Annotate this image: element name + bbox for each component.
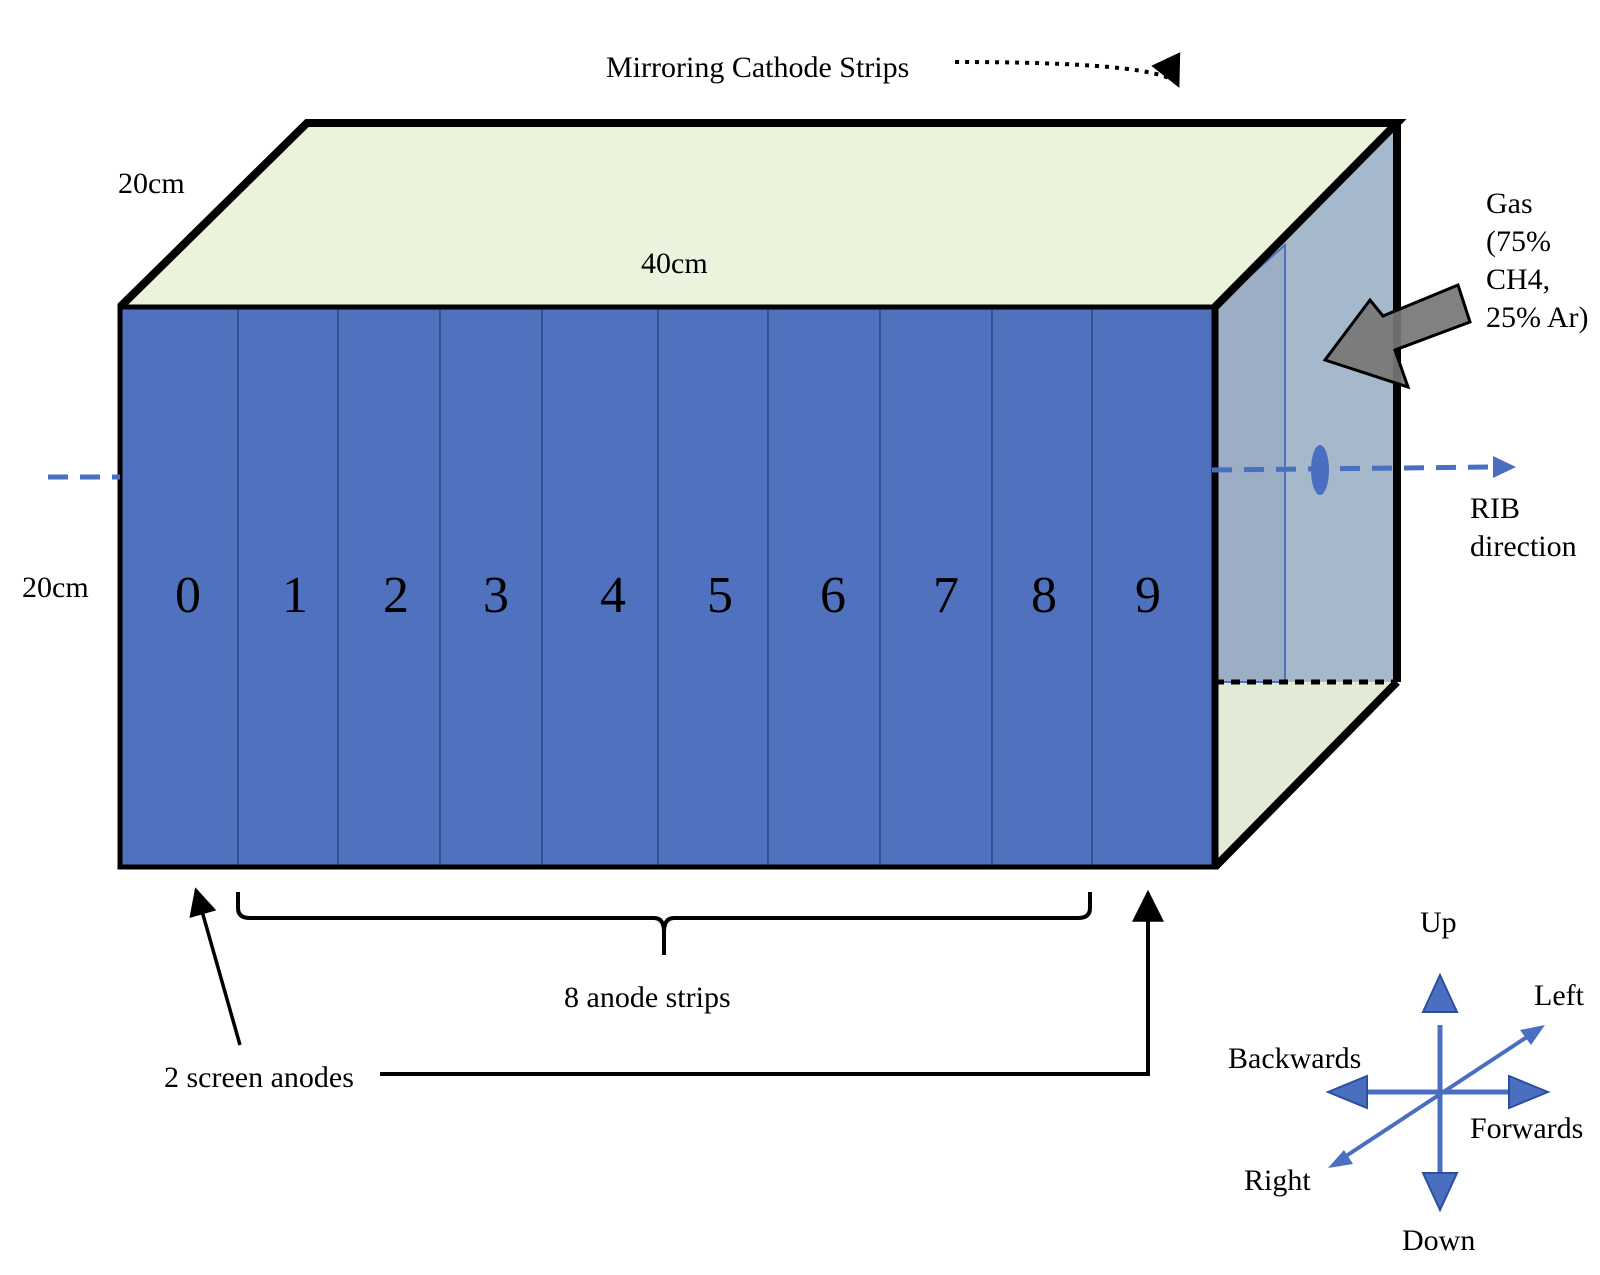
- anode-strip: [991, 306, 1093, 868]
- compass-down-arrowhead: [1421, 1172, 1459, 1213]
- top-face: [120, 123, 1397, 307]
- gas-label-line1: Gas: [1486, 187, 1533, 220]
- anode-strip: [439, 306, 543, 868]
- front-face-outline: [117, 304, 1218, 870]
- compass-forwards-label: Forwards: [1470, 1112, 1583, 1145]
- anode-strip: [337, 306, 441, 868]
- strip-number: 3: [483, 567, 509, 624]
- rib-label-line1: RIB: [1470, 492, 1520, 525]
- compass-back-arrowhead: [1325, 1074, 1368, 1110]
- box-outline-top: [117, 119, 1407, 310]
- compass-up-label: Up: [1420, 906, 1457, 939]
- compass-down-label: Down: [1402, 1224, 1475, 1257]
- depth-label: 20cm: [118, 167, 185, 200]
- strip-number: 9: [1135, 567, 1161, 624]
- anode-strip: [541, 306, 659, 868]
- direction-compass: [1325, 972, 1551, 1213]
- screen-anodes-label: 2 screen anodes: [164, 1061, 354, 1094]
- anode-strips-label: 8 anode strips: [564, 981, 731, 1014]
- screen-anode-arrow-right: [380, 889, 1164, 1076]
- anode-strip: [119, 306, 239, 868]
- box-edge-bottom-right: [1212, 679, 1400, 870]
- back-window-panel: [1214, 242, 1286, 683]
- mirroring-label: Mirroring Cathode Strips: [606, 51, 909, 84]
- gas-label-line4: 25% Ar): [1486, 301, 1588, 334]
- strip-number: 6: [820, 567, 846, 624]
- height-label: 20cm: [22, 571, 89, 604]
- compass-forward-arrowhead: [1508, 1074, 1551, 1110]
- compass-right-label: Right: [1244, 1164, 1311, 1197]
- strip-number: 0: [175, 567, 201, 624]
- strip-number: 2: [383, 567, 409, 624]
- length-label: 40cm: [641, 247, 708, 280]
- strip-number: 4: [600, 567, 626, 624]
- beam-exit: [1211, 464, 1493, 473]
- screen-anode-arrow-left: [189, 887, 242, 1046]
- compass-backwards-label: Backwards: [1228, 1042, 1361, 1075]
- compass-left-arrowhead: [1520, 1025, 1545, 1045]
- strip-number: 1: [282, 567, 308, 624]
- gas-label-line3: CH4,: [1486, 263, 1550, 296]
- strip-number: 5: [707, 567, 733, 624]
- strip-number: 7: [933, 567, 959, 624]
- beam-arrowhead: [1493, 456, 1516, 478]
- strip-number: 8: [1031, 567, 1057, 624]
- compass-up-arrowhead: [1421, 972, 1459, 1013]
- compass-right-arrowhead: [1328, 1150, 1353, 1168]
- mirroring-arrow: [954, 52, 1181, 88]
- beam-spot: [1311, 445, 1329, 495]
- compass-left-label: Left: [1534, 979, 1585, 1012]
- rib-label-line2: direction: [1470, 530, 1577, 563]
- gas-label-line2: (75%: [1486, 225, 1551, 258]
- anode-strips-group: 0 1 2 3 4 5 6 7 8 9: [119, 306, 1216, 868]
- anode-strip: [767, 306, 881, 868]
- gas-arrow: [1322, 282, 1472, 390]
- anode-strips-brace: [236, 892, 1092, 955]
